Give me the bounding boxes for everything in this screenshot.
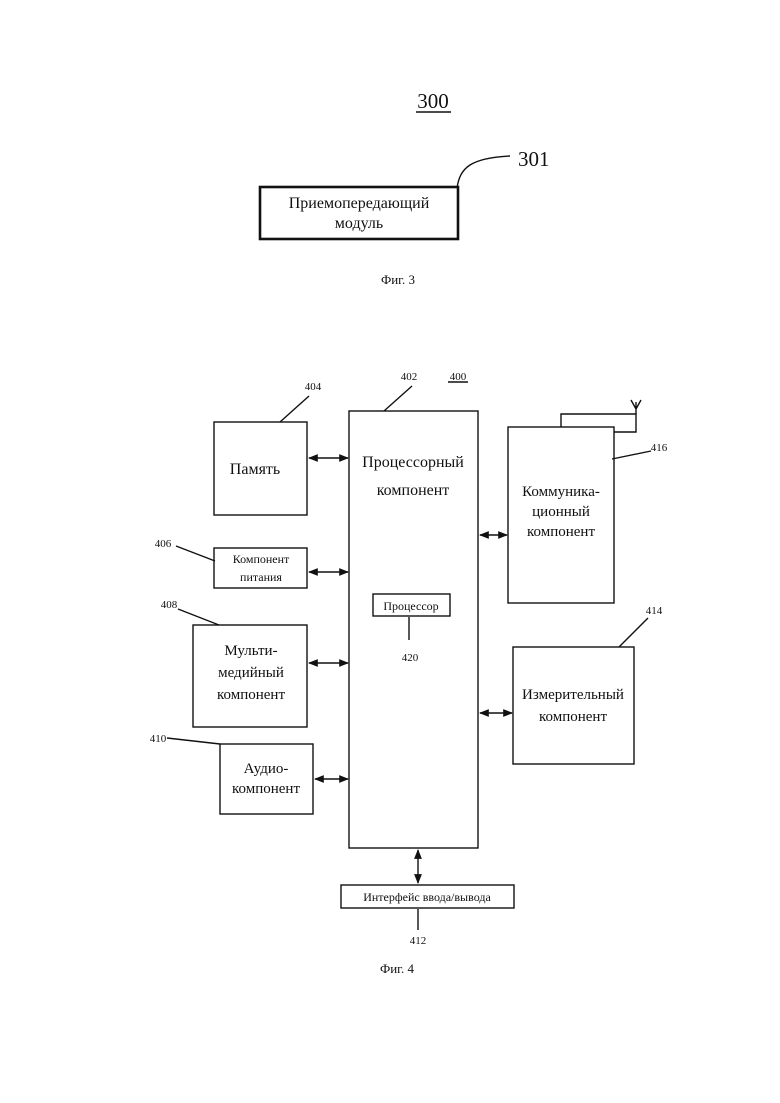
multimedia-label-1: Мульти- xyxy=(224,643,277,659)
memory-label: Память xyxy=(230,461,280,478)
processor-ref: 420 xyxy=(402,652,419,664)
audio-leader xyxy=(167,738,220,744)
sensor-leader xyxy=(619,618,648,647)
io-interface-label: Интерфейс ввода/вывода xyxy=(363,890,491,904)
sensor-label-2: компонент xyxy=(539,709,607,725)
memory-leader xyxy=(280,396,309,422)
fig4-ref-400: 400 xyxy=(450,371,467,383)
audio-label-2: компонент xyxy=(232,781,300,797)
io-interface-ref: 412 xyxy=(410,935,427,947)
power-component-leader xyxy=(176,546,215,561)
power-component-label-1: Компонент xyxy=(233,552,290,566)
multimedia-leader xyxy=(178,609,219,625)
multimedia-ref: 408 xyxy=(161,599,178,611)
fig3-caption: Фиг. 3 xyxy=(381,272,415,287)
audio-ref: 410 xyxy=(150,733,167,745)
memory-ref: 404 xyxy=(305,381,322,393)
power-component-ref: 406 xyxy=(155,538,172,550)
processor-component-label-2: компонент xyxy=(377,482,450,499)
sensor-ref: 414 xyxy=(646,605,663,617)
sensor-label-1: Измерительный xyxy=(522,687,624,703)
communication-label-1: Коммуника- xyxy=(522,484,600,500)
processor-component-box xyxy=(349,411,478,848)
audio-label-1: Аудио- xyxy=(244,761,289,777)
processor-component-label-1: Процессорный xyxy=(362,454,464,471)
power-component-label-2: питания xyxy=(240,570,282,584)
communication-leader xyxy=(612,451,651,459)
processor-component-ref: 402 xyxy=(401,371,418,383)
fig3-ref-300: 300 xyxy=(417,89,449,113)
fig4-caption: Фиг. 4 xyxy=(380,961,415,976)
multimedia-label-3: компонент xyxy=(217,687,285,703)
processor-component-leader xyxy=(384,386,412,411)
communication-label-3: компонент xyxy=(527,524,595,540)
fig3-ref-301: 301 xyxy=(518,147,550,171)
audio-component-box xyxy=(220,744,313,814)
transceiver-module-label-1: Приемопередающий xyxy=(289,195,430,212)
transceiver-module-label-2: модуль xyxy=(335,215,383,232)
fig3-leader-301 xyxy=(457,156,510,188)
sensor-component-box xyxy=(513,647,634,764)
communication-label-2: ционный xyxy=(532,504,590,520)
processor-label: Процессор xyxy=(383,599,438,613)
communication-ref: 416 xyxy=(651,442,668,454)
multimedia-label-2: медийный xyxy=(218,665,284,681)
antenna-icon xyxy=(631,400,641,414)
